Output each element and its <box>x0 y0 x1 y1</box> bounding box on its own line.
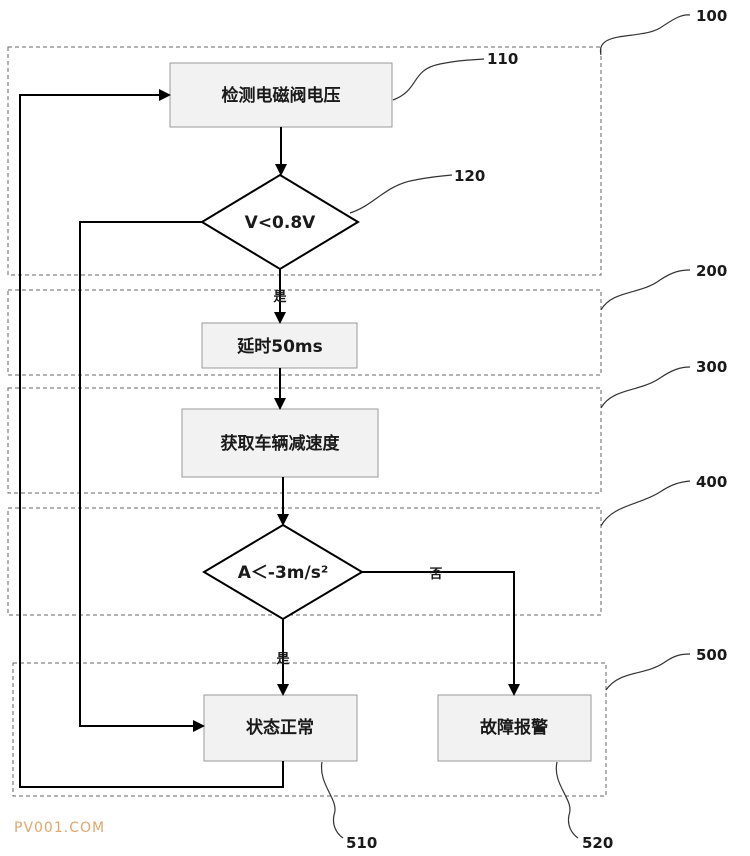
ref-500: 500 <box>696 646 727 664</box>
group-200-frame <box>7 289 602 376</box>
leader-520 <box>555 761 579 839</box>
leader-200 <box>600 269 691 311</box>
watermark-text: PV001.COM <box>14 820 106 836</box>
leader-400 <box>600 480 691 527</box>
edge-label-yes-2: 是 <box>275 652 290 667</box>
edge-label-no-1: 否 <box>428 567 442 582</box>
accel-check-label: A＜-3m/s² <box>238 563 329 583</box>
ref-200: 200 <box>696 262 727 280</box>
voltage-check-label: V<0.8V <box>245 213 317 233</box>
edge-normal-loop-back <box>19 89 284 788</box>
leader-510 <box>320 761 344 839</box>
group-400-frame <box>7 507 602 616</box>
leader-300 <box>600 366 691 409</box>
fault-box <box>437 694 592 762</box>
edge-label-yes-1: 是 <box>272 290 287 305</box>
get-decel-box <box>181 408 379 478</box>
leader-100 <box>600 14 691 56</box>
group-300-frame <box>7 387 602 494</box>
leader-500 <box>605 653 691 691</box>
detect-voltage-box <box>169 62 393 128</box>
ref-520: 520 <box>582 834 613 852</box>
ref-110: 110 <box>487 50 518 68</box>
edge-voltage-check-no-to-normal <box>79 221 205 732</box>
edge-accel-check-no-to-fault <box>362 571 520 696</box>
ref-400: 400 <box>696 473 727 491</box>
ref-100: 100 <box>696 7 727 25</box>
group-100-frame <box>7 46 602 276</box>
get-decel-label: 获取车辆减速度 <box>221 433 341 454</box>
group-500-frame <box>12 662 607 797</box>
leader-120 <box>349 174 453 214</box>
delay-box <box>201 322 358 369</box>
delay-label: 延时50ms <box>236 336 323 357</box>
leader-110 <box>392 58 485 101</box>
ref-120: 120 <box>454 167 485 185</box>
fault-label: 故障报警 <box>480 717 548 738</box>
detect-voltage-label: 检测电磁阀电压 <box>222 85 341 106</box>
normal-label: 状态正常 <box>246 717 314 738</box>
ref-300: 300 <box>696 358 727 376</box>
normal-box <box>203 694 358 762</box>
ref-510: 510 <box>346 834 377 852</box>
